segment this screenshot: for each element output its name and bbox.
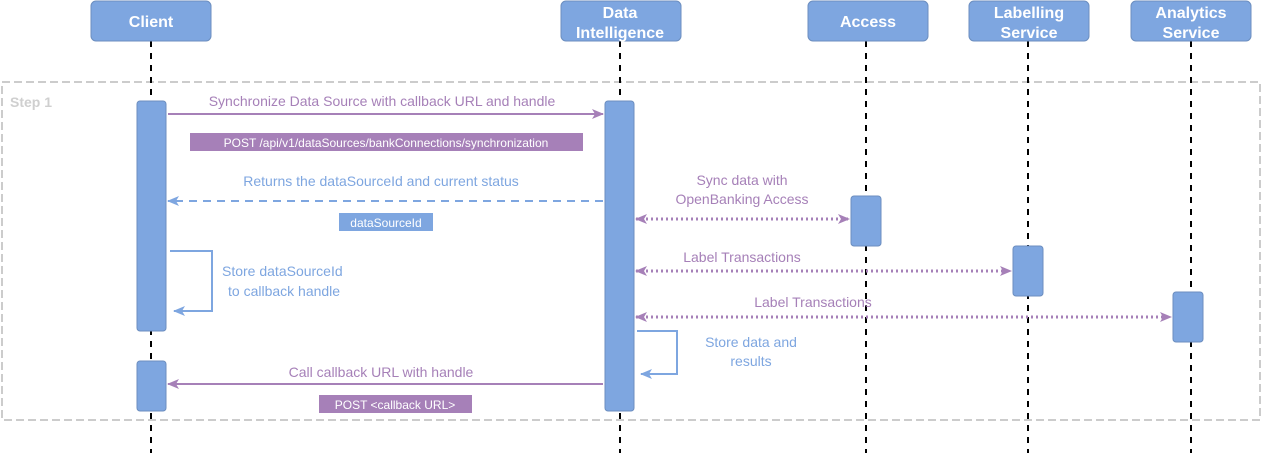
store-data-label-line2: results: [730, 353, 771, 369]
step-label: Step 1: [10, 94, 52, 110]
participant-analytics-service: Analytics Service: [1130, 0, 1252, 42]
participant-analytics-service-label-line2: Service: [1163, 25, 1220, 42]
participant-analytics-service-label-line1: Analytics: [1155, 5, 1226, 22]
store-label-line1: Store dataSourceId: [222, 263, 343, 279]
label-analytics-label: Label Transactions: [754, 294, 872, 310]
participant-access-label: Access: [840, 14, 896, 31]
participant-labelling-service-label-line2: Service: [1001, 25, 1058, 42]
callback-tag: POST <callback URL>: [335, 398, 456, 412]
activation-bars: [136, 100, 1204, 412]
client-activation-1: [136, 100, 167, 332]
store-data-label-line1: Store data and: [705, 334, 797, 350]
step-frame: [1, 81, 1261, 421]
sync-endpoint-tag-bg: [190, 133, 583, 151]
callback-label: Call callback URL with handle: [289, 364, 474, 380]
participant-data-intelligence-label-line2: Intelligence: [576, 25, 664, 42]
access-activation: [850, 195, 882, 247]
participant-data-intelligence-label-line1: Data: [603, 5, 638, 22]
callback-tag-bg: [319, 395, 472, 413]
returns-label: Returns the dataSourceId and current sta…: [243, 173, 519, 189]
labelling-service-activation: [1012, 245, 1044, 297]
store-self-arrow: [170, 250, 213, 316]
sync-access-label-line2: OpenBanking Access: [675, 191, 808, 207]
participant-data-intelligence: Data Intelligence: [560, 0, 682, 42]
data-intelligence-activation: [604, 100, 635, 412]
datasource-tag-bg: [339, 213, 433, 231]
datasource-tag: dataSourceId: [350, 216, 421, 230]
sync-access-label-line1: Sync data with: [696, 172, 787, 188]
participant-labelling-service-label-line1: Labelling: [994, 5, 1064, 22]
participant-labelling-service: Labelling Service: [968, 0, 1090, 42]
store-data-self-arrow: [637, 330, 678, 379]
label-labelling-label: Label Transactions: [683, 249, 801, 265]
participant-client: Client: [90, 0, 212, 42]
participant-client-label: Client: [129, 14, 174, 31]
client-activation-2: [136, 360, 167, 412]
sync-endpoint-tag: POST /api/v1/dataSources/bankConnections…: [224, 136, 549, 150]
analytics-service-activation: [1172, 291, 1204, 343]
store-label-line2: to callback handle: [228, 283, 340, 299]
participant-access: Access: [807, 0, 929, 42]
sync-request-label: Synchronize Data Source with callback UR…: [209, 93, 556, 109]
